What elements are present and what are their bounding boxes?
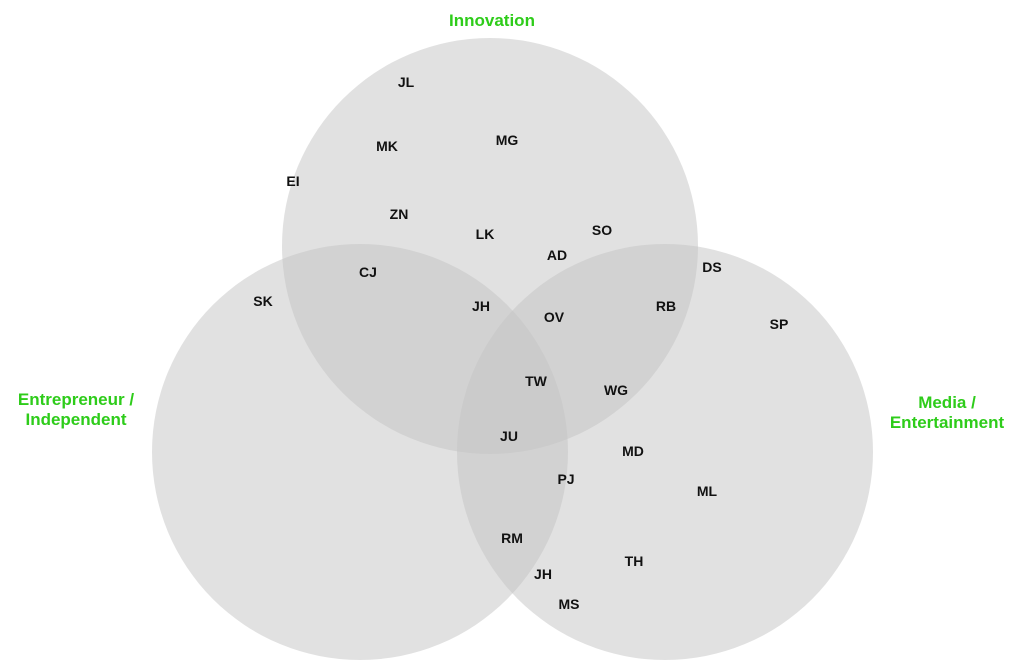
circle-entrepreneur xyxy=(152,244,568,660)
member-ds: DS xyxy=(702,259,721,275)
member-pj: PJ xyxy=(557,471,574,487)
member-mk: MK xyxy=(376,138,398,154)
member-rb: RB xyxy=(656,298,676,314)
member-ju: JU xyxy=(500,428,518,444)
member-cj: CJ xyxy=(359,264,377,280)
label-entrepreneur-line1: Entrepreneur / xyxy=(18,390,134,409)
member-jh-upper: JH xyxy=(472,298,490,314)
member-ei: EI xyxy=(286,173,299,189)
member-jh-lower: JH xyxy=(534,566,552,582)
member-ms: MS xyxy=(559,596,580,612)
label-entrepreneur-line2: Independent xyxy=(25,410,126,429)
member-ml: ML xyxy=(697,483,718,499)
member-mg: MG xyxy=(496,132,519,148)
member-lk: LK xyxy=(476,226,495,242)
member-jl: JL xyxy=(398,74,415,90)
member-sp: SP xyxy=(770,316,789,332)
label-innovation: Innovation xyxy=(449,11,535,30)
member-md: MD xyxy=(622,443,644,459)
circle-media xyxy=(457,244,873,660)
member-wg: WG xyxy=(604,382,628,398)
member-sk: SK xyxy=(253,293,272,309)
member-ad: AD xyxy=(547,247,567,263)
member-ov: OV xyxy=(544,309,565,325)
label-media-line1: Media / xyxy=(918,393,976,412)
member-zn: ZN xyxy=(390,206,409,222)
member-th: TH xyxy=(625,553,644,569)
member-tw: TW xyxy=(525,373,548,389)
member-rm: RM xyxy=(501,530,523,546)
member-so: SO xyxy=(592,222,612,238)
label-media-line2: Entertainment xyxy=(890,413,1005,432)
